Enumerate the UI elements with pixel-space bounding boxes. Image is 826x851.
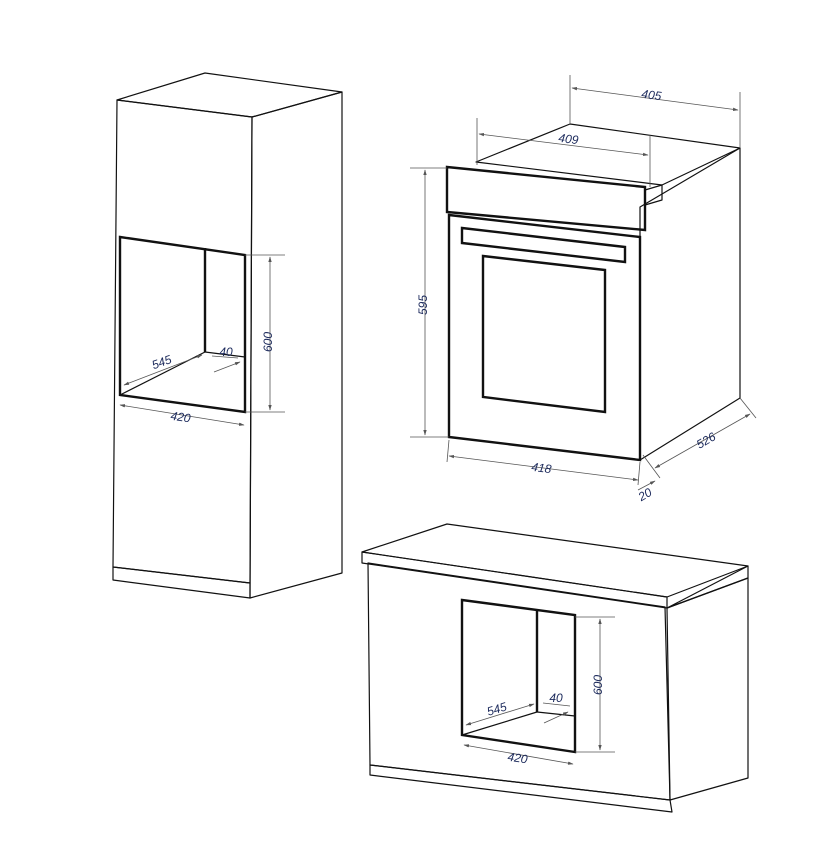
tall-cabinet: 600 545 40 420: [112, 72, 343, 599]
base-niche-depth-label: 545: [485, 699, 509, 718]
tall-niche-height-label: 600: [261, 332, 275, 352]
tall-niche-depth-label: 545: [150, 352, 174, 372]
oven-depth-label: 526: [694, 429, 719, 451]
base-gap-label: 40: [549, 691, 563, 705]
tall-gap-label: 40: [219, 345, 233, 359]
oven-panel-width-label: 409: [558, 131, 580, 147]
base-niche-height-label: 600: [591, 675, 605, 695]
tall-niche-width-label: 420: [170, 409, 192, 426]
base-cabinet: 600 545 40 420: [361, 523, 749, 813]
oven-width-label: 418: [531, 460, 553, 476]
oven-height-label: 595: [416, 295, 430, 315]
oven-panel-thickness-label: 20: [635, 485, 655, 504]
oven-top-depth-label: 405: [641, 87, 663, 103]
oven: 405 409 595 418 526 20: [410, 75, 757, 504]
base-niche-width-label: 420: [507, 750, 529, 767]
